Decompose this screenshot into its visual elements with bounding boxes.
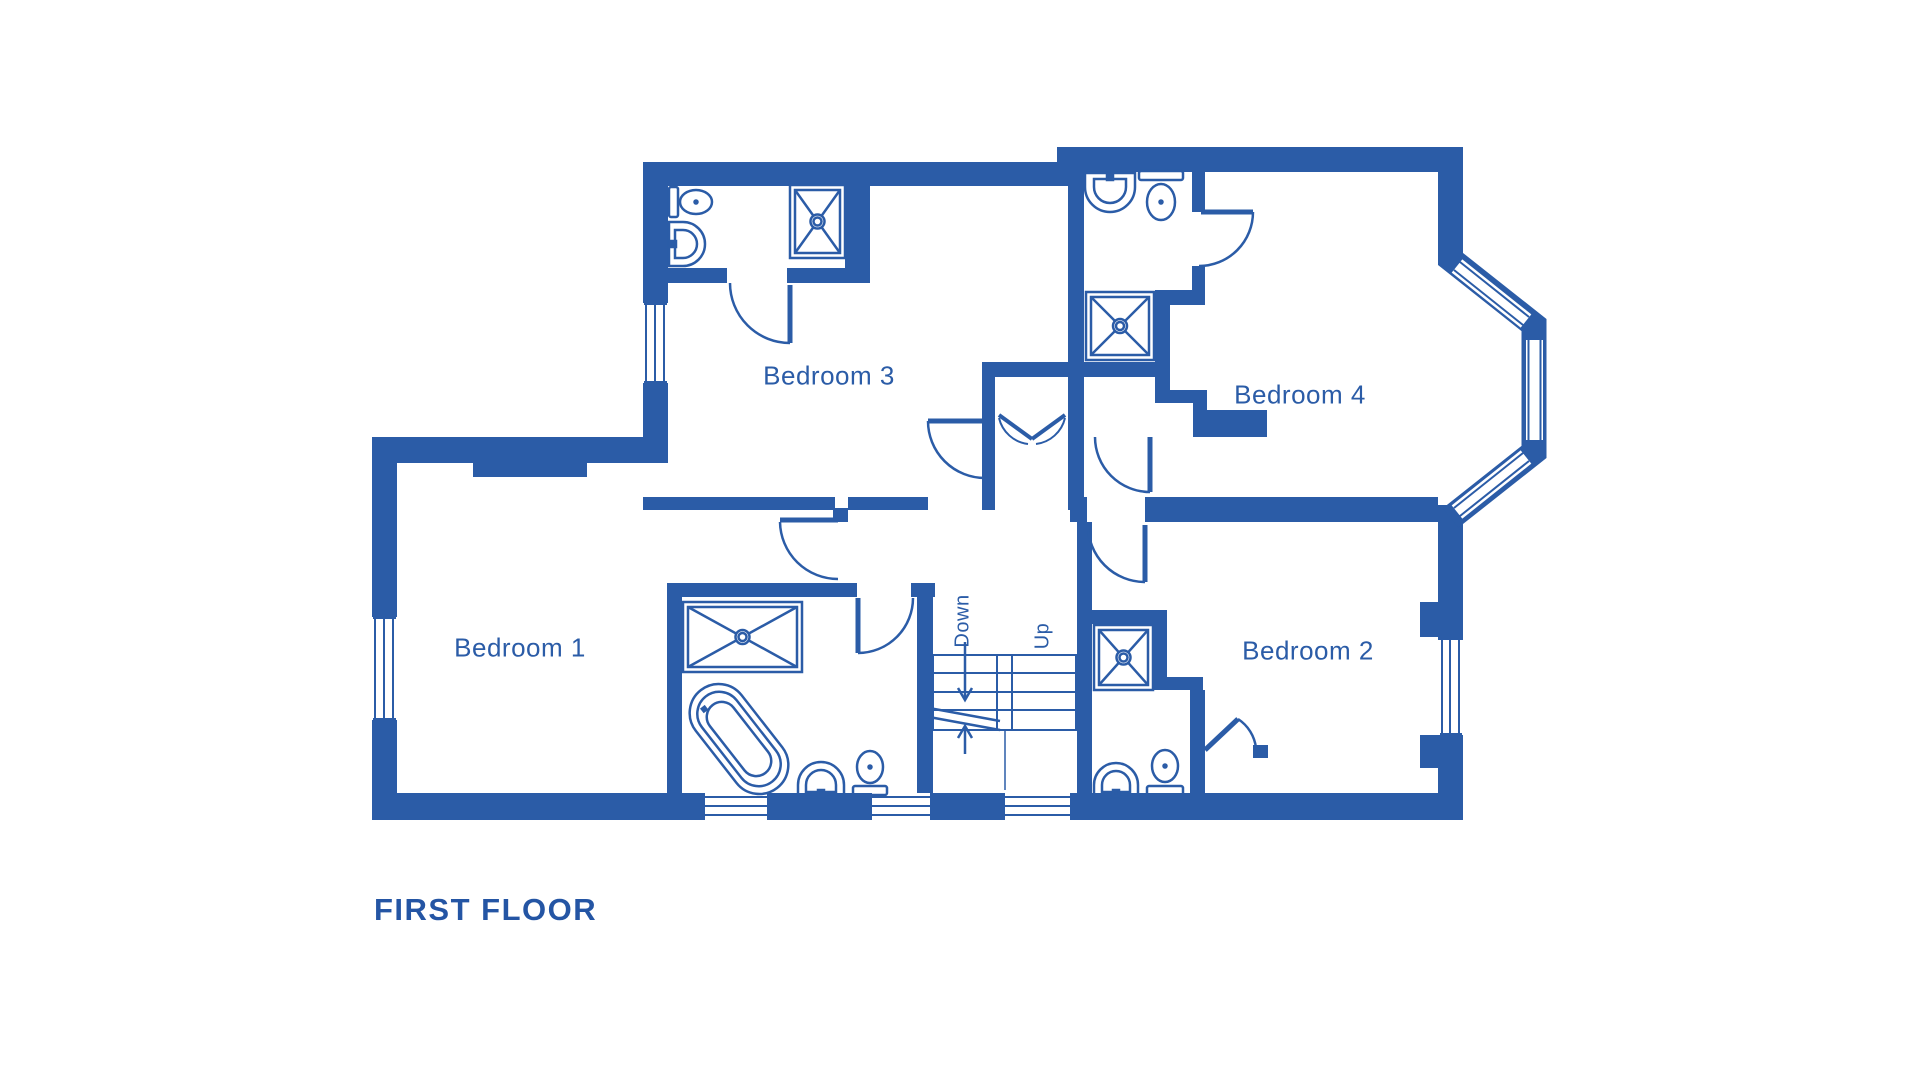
window-left-lower: [373, 617, 396, 720]
bay-window: [1438, 170, 1547, 528]
shower-icon: [1092, 623, 1155, 692]
sink-icon: [796, 760, 846, 799]
door-bedroom2-ensuite: [1203, 717, 1258, 752]
door-bedroom3-ensuite: [728, 282, 793, 345]
fixtures: [667, 169, 1185, 799]
toilet-icon: [1145, 748, 1185, 797]
door-bedroom4: [1093, 436, 1153, 494]
windows: [373, 303, 1462, 816]
shower-icon: [681, 600, 804, 674]
window-right: [1440, 637, 1462, 735]
walls: [372, 147, 1463, 820]
stairs: [928, 642, 1077, 790]
window-left-upper: [644, 303, 667, 383]
room-label-bedroom-3: Bedroom 3: [763, 360, 895, 391]
door-hall-vestibule: [778, 517, 839, 581]
door-bedroom2: [1086, 524, 1148, 584]
room-label-bedroom-2: Bedroom 2: [1242, 635, 1374, 666]
bathtub-icon: [688, 682, 790, 796]
page-title: FIRST FLOOR: [374, 892, 598, 927]
door-bathroom: [855, 597, 915, 655]
door-bedroom4-ensuite: [1198, 209, 1255, 268]
shower-icon: [1084, 290, 1156, 362]
window-bottom-2: [872, 796, 930, 816]
sink-icon: [1083, 171, 1137, 214]
shower-icon: [788, 183, 847, 260]
stairs-up-label: Up: [1031, 622, 1054, 650]
sink-icon: [667, 220, 707, 268]
toilet-icon: [1137, 169, 1185, 222]
sink-icon: [1092, 761, 1140, 799]
toilet-icon: [667, 185, 714, 219]
door-bedroom3: [926, 418, 986, 480]
cupboard-double-doors: [997, 413, 1067, 445]
down-arrow-icon: [956, 642, 974, 703]
toilet-icon: [851, 749, 889, 797]
up-arrow-icon: [956, 723, 974, 754]
window-bottom-1: [705, 796, 767, 816]
doors: [728, 209, 1258, 752]
room-label-bedroom-4: Bedroom 4: [1234, 379, 1366, 410]
stairs-down-label: Down: [951, 594, 974, 648]
room-label-bedroom-1: Bedroom 1: [454, 632, 586, 663]
window-bottom-3: [1005, 796, 1070, 816]
